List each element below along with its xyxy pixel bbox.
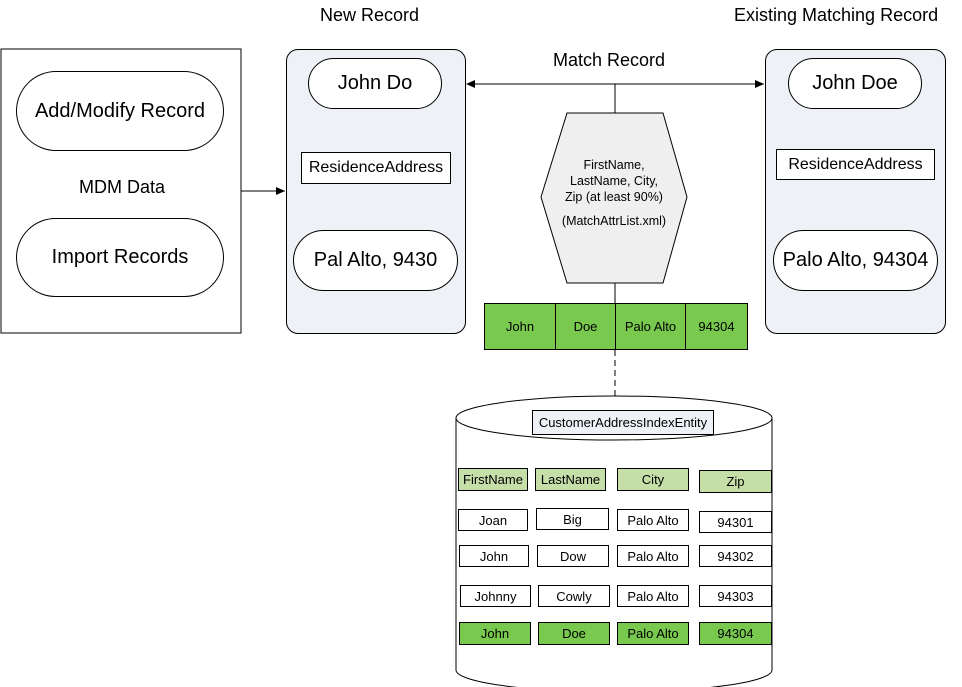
- db-row-4-city: Palo Alto: [617, 622, 689, 645]
- match-criteria-line2: LastName, City,: [570, 174, 658, 188]
- db-row-3-zip: 94303: [699, 585, 772, 607]
- db-column-zip: Zip: [699, 470, 772, 493]
- match-criteria-hexagon: [540, 112, 688, 284]
- db-row-3-last-name: Cowly: [538, 585, 610, 607]
- match-criteria-line3: Zip (at least 90%): [565, 190, 663, 204]
- db-row-1-zip: 94301: [699, 511, 772, 533]
- db-row-2-first-name: John: [459, 545, 529, 567]
- existing-record-name-pill: John Doe: [788, 58, 922, 109]
- match-record-heading: Match Record: [553, 50, 666, 70]
- db-row-3-city: Palo Alto: [617, 585, 689, 607]
- existing-record-name: John Doe: [812, 72, 898, 94]
- matched-row-last-name: Doe: [555, 303, 616, 350]
- new-record-address-label: ResidenceAddress: [308, 159, 444, 176]
- matched-row-city: Palo Alto: [615, 303, 686, 350]
- add-modify-record-label: Add/Modify Record: [34, 99, 206, 122]
- db-row-1-first-name: Joan: [458, 509, 528, 531]
- import-records-pill: Import Records: [16, 218, 224, 297]
- db-column-last-name: LastName: [535, 468, 606, 491]
- new-record-name: John Do: [337, 72, 413, 94]
- existing-record-address-label-box: ResidenceAddress: [776, 149, 935, 180]
- match-criteria-line4: (MatchAttrList.xml): [561, 214, 667, 228]
- database-entity-label: CustomerAddressIndexEntity: [532, 410, 714, 435]
- import-records-label: Import Records: [51, 246, 189, 268]
- db-row-4-last-name: Doe: [538, 622, 610, 645]
- db-row-1-city: Palo Alto: [617, 509, 689, 531]
- match-criteria-line1: FirstName,: [583, 158, 645, 172]
- new-record-address-pill: Pal Alto, 9430: [293, 230, 458, 291]
- db-row-3-first-name: Johnny: [460, 585, 531, 607]
- db-row-1-last-name: Big: [536, 508, 609, 530]
- new-record-address-label-box: ResidenceAddress: [301, 152, 451, 184]
- mdm-data-label: MDM Data: [79, 177, 166, 197]
- add-modify-record-pill: Add/Modify Record: [16, 71, 224, 151]
- db-row-2-last-name: Dow: [537, 545, 609, 567]
- new-record-name-pill: John Do: [308, 58, 442, 109]
- db-row-4-first-name: John: [459, 622, 531, 645]
- matched-row-zip: 94304: [685, 303, 748, 350]
- existing-record-address-pill: Palo Alto, 94304: [773, 230, 938, 291]
- match-criteria-text: FirstName, LastName, City, Zip (at least…: [541, 157, 687, 229]
- new-record-address: Pal Alto, 9430: [313, 249, 438, 271]
- existing-record-address-label: ResidenceAddress: [788, 155, 923, 173]
- db-row-4-zip: 94304: [699, 622, 772, 645]
- db-column-city: City: [617, 468, 689, 491]
- db-row-2-city: Palo Alto: [617, 545, 689, 567]
- existing-record-address: Palo Alto, 94304: [782, 249, 929, 271]
- db-row-2-zip: 94302: [699, 545, 772, 567]
- db-column-first-name: FirstName: [458, 468, 528, 491]
- existing-record-heading: Existing Matching Record: [734, 5, 939, 25]
- new-record-heading: New Record: [320, 5, 420, 25]
- matched-row-first-name: John: [484, 303, 556, 350]
